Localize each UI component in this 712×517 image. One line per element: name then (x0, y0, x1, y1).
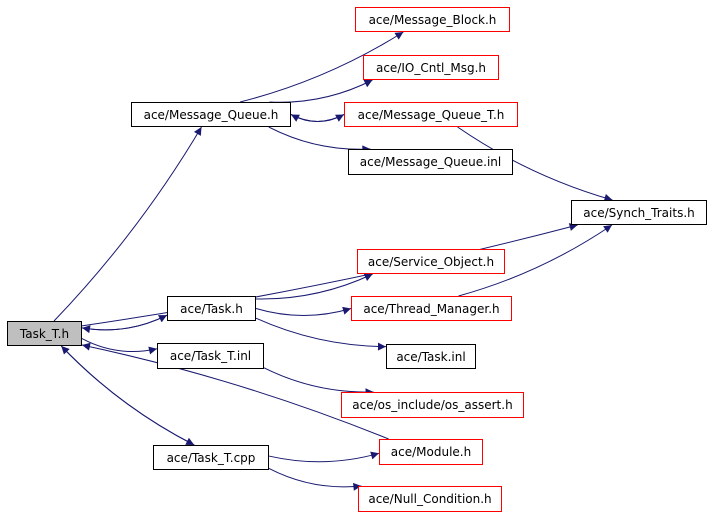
edge-message-queue-h-to-message-queue-inl (268, 126, 371, 154)
edge-message-queue-t-h-to-synch-traits-h (457, 126, 613, 202)
node-task-inl[interactable]: ace/Task.inl (386, 344, 476, 369)
edge-task-t-inl-to-os-assert-h (263, 367, 374, 397)
node-null-condition-h[interactable]: ace/Null_Condition.h (358, 486, 502, 512)
node-task-t-cpp[interactable]: ace/Task_T.cpp (153, 445, 269, 470)
edge-message-queue-h-to-message-block-h (240, 31, 404, 103)
edge-message-queue-h-to-io-cntl-msg-h (269, 79, 373, 103)
edge-module-h-to-task-t-h (81, 342, 389, 440)
node-service-object-h[interactable]: ace/Service_Object.h (357, 249, 505, 274)
node-message-queue-t-h[interactable]: ace/Message_Queue_T.h (344, 102, 518, 127)
edge-thread-manager-h-to-synch-traits-h (458, 224, 613, 297)
node-task-t-inl[interactable]: ace/Task_T.inl (157, 343, 264, 369)
edge-task-h-to-task-t-h (81, 314, 168, 334)
node-task-h[interactable]: ace/Task.h (167, 296, 256, 321)
node-message-queue-inl[interactable]: ace/Message_Queue.inl (348, 149, 513, 175)
node-io-cntl-msg-h[interactable]: ace/IO_Cntl_Msg.h (363, 55, 499, 80)
edge-task-t-h-to-synch-traits-h (81, 223, 578, 327)
edge-task-t-h-to-task-t-inl (81, 338, 158, 355)
edge-task-t-h-to-task-h (81, 314, 168, 331)
node-task-t-h: Task_T.h (7, 321, 82, 346)
node-module-h[interactable]: ace/Module.h (379, 439, 483, 465)
edge-task-t-cpp-to-null-condition-h (268, 468, 362, 491)
edge-task-t-cpp-to-module-h (268, 451, 380, 463)
edge-message-queue-t-h-to-message-queue-h (290, 114, 345, 122)
node-thread-manager-h[interactable]: ace/Thread_Manager.h (351, 296, 512, 321)
edge-task-h-to-task-inl (255, 317, 387, 351)
node-synch-traits-h[interactable]: ace/Synch_Traits.h (571, 200, 707, 225)
edge-task-t-h-to-message-queue-h (53, 126, 202, 322)
edge-task-t-cpp-to-task-t-h (60, 345, 195, 446)
edge-task-h-to-service-object-h (255, 273, 373, 300)
node-message-queue-h[interactable]: ace/Message_Queue.h (131, 102, 291, 127)
node-message-block-h[interactable]: ace/Message_Block.h (355, 7, 510, 32)
edge-task-h-to-thread-manager-h (255, 306, 352, 316)
node-os-assert-h[interactable]: ace/os_include/os_assert.h (341, 392, 524, 418)
